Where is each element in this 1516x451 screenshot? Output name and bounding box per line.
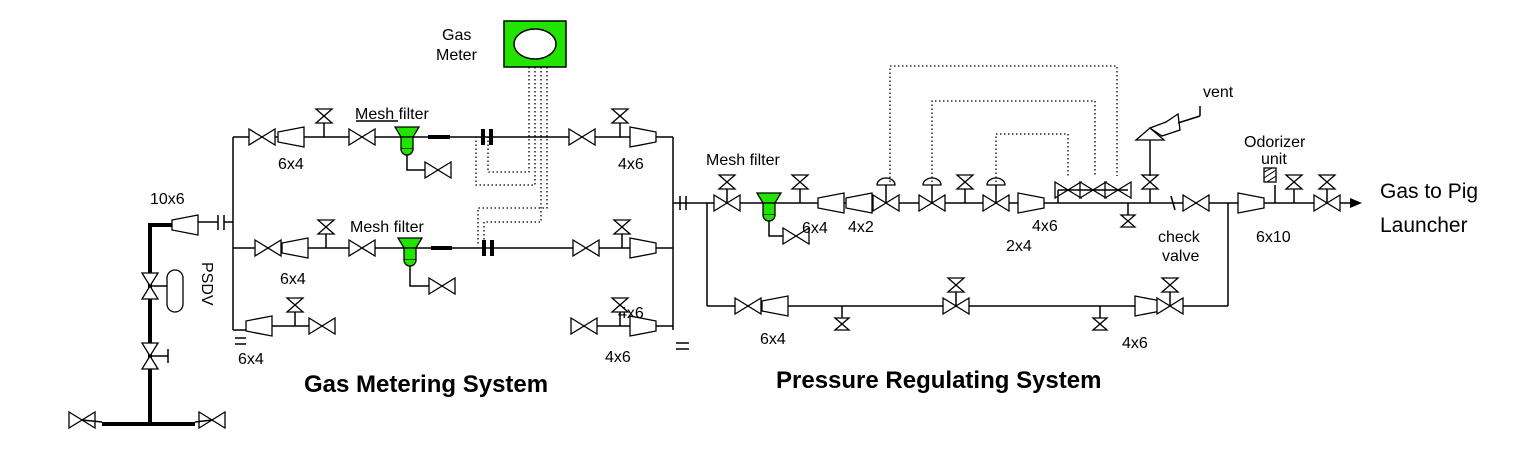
- check-valve-label-1: check: [1158, 229, 1201, 246]
- regulating-main-run: [686, 106, 1362, 306]
- meter-signal-lines: [475, 67, 548, 244]
- mesh-filter-top-label: Mesh filter: [355, 106, 429, 123]
- reducer-6x4-reg-label: 6x4: [802, 220, 828, 237]
- gas-to-pig-label-2: Launcher: [1380, 214, 1468, 237]
- reducer-6x4-bot-label: 6x4: [238, 351, 264, 368]
- metering-run-top: 6x4 4x6 Mesh filter: [233, 106, 673, 179]
- gas-to-pig-label-1: Gas to Pig: [1380, 180, 1478, 203]
- psdv-label: PSDV: [198, 262, 215, 306]
- gas-meter-label-2: Meter: [436, 47, 478, 64]
- regulating-labels: Mesh filter 6x4 4x2 4x6 2x4 6x4 4x6 vent…: [706, 84, 1478, 352]
- reducer-4x6-bypass-label: 4x6: [1122, 335, 1148, 352]
- metering-run-bottom: 6x4 4x6: [238, 297, 673, 368]
- odorizer-label-1: Odorizer: [1244, 134, 1306, 151]
- reducer-6x4-bypass-label: 6x4: [760, 331, 786, 348]
- regulator-signal-lines: [889, 65, 1118, 182]
- inlet-piping: 10x6 PSDV: [68, 191, 226, 429]
- regulating-title: Pressure Regulating System: [776, 367, 1101, 394]
- check-valve-label-2: valve: [1162, 248, 1199, 265]
- reducer-2x4-label: 2x4: [1006, 238, 1032, 255]
- reducer-6x4-mid-label: 6x4: [280, 271, 306, 288]
- odorizer-label-2: unit: [1261, 151, 1287, 168]
- metering-header: [224, 137, 689, 350]
- metering-run-middle: 6x4 4x6 Mesh filter: [233, 219, 673, 322]
- regulating-bypass: [707, 277, 1228, 331]
- reducer-4x6-top-label: 4x6: [618, 156, 644, 173]
- reducer-6x4-top-label: 6x4: [278, 156, 304, 173]
- reducer-4x6-bot-label: 4x6: [605, 349, 631, 366]
- gas-meter-label-1: Gas: [442, 27, 471, 44]
- mesh-filter-mid-label: Mesh filter: [350, 219, 424, 236]
- reducer-6x10-label: 6x10: [1256, 229, 1291, 246]
- mesh-filter-reg-label: Mesh filter: [706, 152, 780, 169]
- vent-label: vent: [1203, 84, 1234, 101]
- reducer-4x2-label: 4x2: [848, 219, 874, 236]
- metering-title: Gas Metering System: [304, 371, 548, 398]
- reducer-10x6-label: 10x6: [150, 191, 185, 208]
- reducer-4x6-reg-label: 4x6: [1032, 218, 1058, 235]
- gas-meter: Gas Meter: [436, 20, 567, 68]
